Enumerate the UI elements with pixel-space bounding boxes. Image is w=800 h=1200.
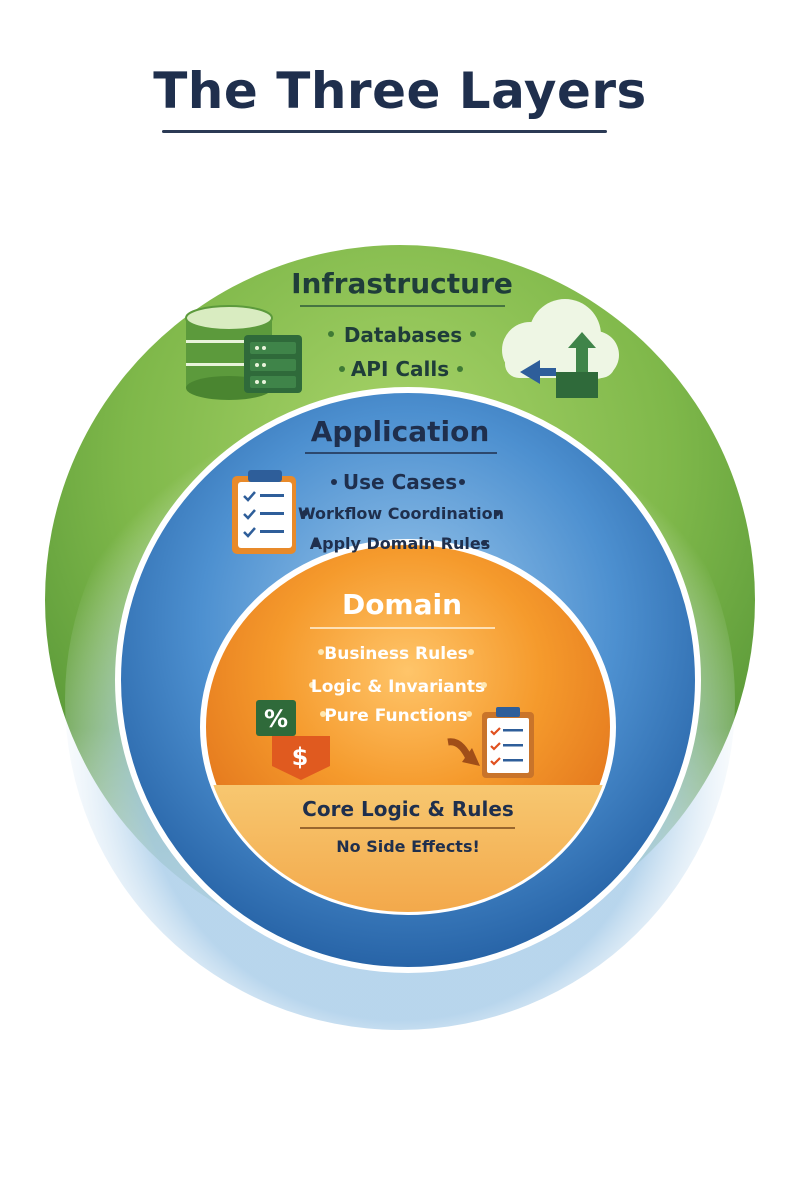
bullet-dot — [328, 331, 334, 337]
page-title: The Three Layers — [153, 62, 647, 120]
domain-item-pure-functions: Pure Functions — [324, 706, 467, 726]
domain-core-note: No Side Effects! — [336, 837, 480, 856]
bullet-dot — [470, 331, 476, 337]
svg-text:%: % — [264, 705, 288, 733]
domain-item-invariants: Logic & Invariants — [311, 677, 485, 697]
bullet-dot — [302, 510, 308, 516]
bullet-dot — [331, 479, 337, 485]
cloud-sync-icon — [502, 299, 619, 398]
bullet-dot — [457, 366, 463, 372]
domain-title: Domain — [342, 588, 462, 621]
application-item-workflow: Workflow Coordination — [298, 504, 504, 523]
title-underline — [162, 130, 607, 133]
bullet-dot — [466, 711, 472, 717]
infrastructure-item-api-calls: API Calls — [351, 357, 449, 381]
domain-core-title: Core Logic & Rules — [302, 797, 514, 821]
infrastructure-item-databases: Databases — [344, 323, 462, 347]
domain-clipboard-icon — [482, 707, 534, 778]
clipboard-checklist-icon — [232, 470, 296, 554]
bullet-dot — [313, 540, 319, 546]
bullet-dot — [309, 682, 315, 688]
bullet-dot — [468, 649, 474, 655]
bullet-dot — [318, 649, 324, 655]
infrastructure-title: Infrastructure — [291, 267, 513, 300]
bullet-dot — [339, 366, 345, 372]
server-rack-icon — [244, 335, 302, 393]
bullet-dot — [459, 479, 465, 485]
percent-tag-icon: % — [256, 700, 296, 736]
application-title: Application — [311, 415, 490, 448]
bullet-dot — [481, 682, 487, 688]
domain-item-business-rules: Business Rules — [324, 644, 467, 664]
bullet-dot — [494, 510, 500, 516]
svg-text:$: $ — [292, 743, 309, 771]
arrow-icon — [447, 738, 480, 766]
application-item-use-cases: Use Cases — [343, 470, 457, 494]
application-item-apply-rules: Apply Domain Rules — [310, 534, 491, 553]
bullet-dot — [481, 540, 487, 546]
dollar-tag-icon: $ — [272, 736, 330, 780]
bullet-dot — [320, 711, 326, 717]
